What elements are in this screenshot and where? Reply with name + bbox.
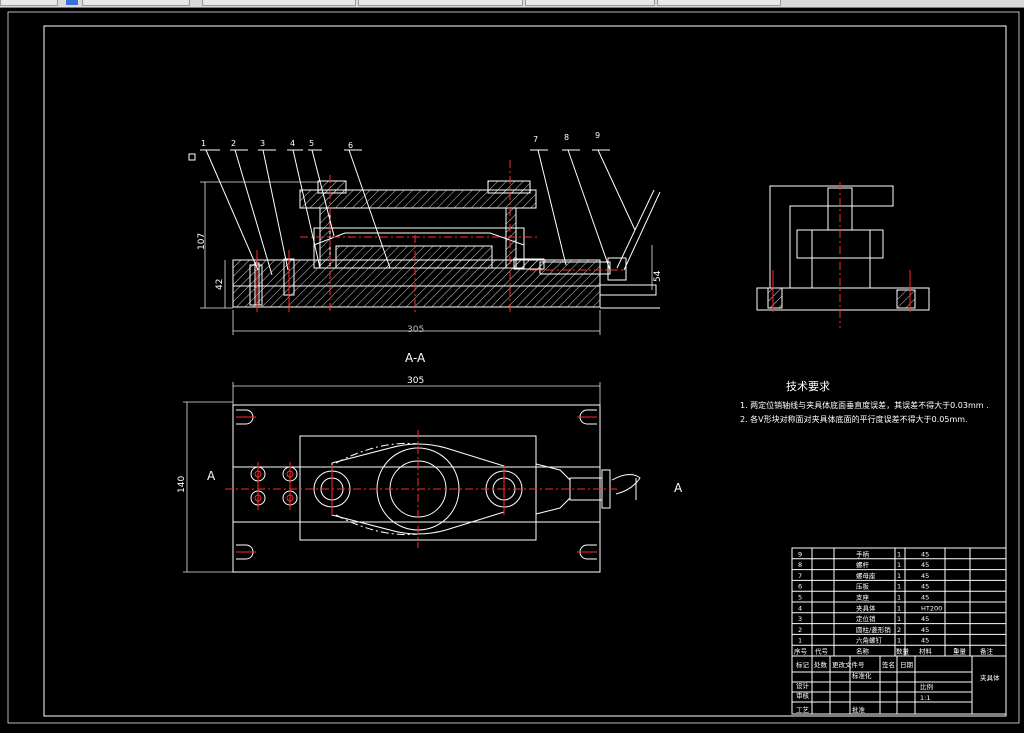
parts-row-qty: 1 bbox=[897, 594, 901, 602]
title-mark: 标记 bbox=[796, 660, 810, 669]
parts-row-no: 6 bbox=[798, 583, 802, 591]
parts-row-no: 5 bbox=[798, 594, 802, 602]
section-marker-left: A bbox=[207, 469, 216, 483]
parts-row-qty: 1 bbox=[897, 572, 901, 580]
parts-row-material: 45 bbox=[921, 626, 929, 634]
document-tab[interactable] bbox=[0, 0, 58, 6]
section-title: A-A bbox=[405, 351, 426, 365]
parts-header-note: 备注 bbox=[980, 647, 994, 656]
callout-8: 8 bbox=[564, 133, 569, 142]
inner-frame bbox=[43, 25, 1007, 717]
title-doc: 更改文件号 bbox=[832, 660, 865, 669]
title-review: 审核 bbox=[796, 691, 810, 700]
title-scale: 1:1 bbox=[920, 694, 930, 702]
parts-header-qty: 数量 bbox=[896, 647, 910, 656]
title-drawing-name: 夹具体 bbox=[980, 673, 1000, 682]
parts-row-qty: 1 bbox=[897, 561, 901, 569]
title-standard: 标准化 bbox=[852, 671, 872, 680]
document-tab[interactable] bbox=[657, 0, 781, 6]
tech-requirements: 技术要求 1. 两定位销轴线与夹具体底面垂直度误差，其误差不得大于0.03mm … bbox=[740, 380, 989, 424]
cad-drawing: 1 2 3 4 5 6 7 8 9 107 42 54 305 bbox=[7, 11, 1020, 724]
parts-row-qty: 1 bbox=[897, 604, 901, 612]
parts-header-name: 名称 bbox=[856, 647, 870, 656]
parts-row-qty: 1 bbox=[897, 615, 901, 623]
parts-row-material: 45 bbox=[921, 550, 929, 558]
tech-requirement-2: 2. 各V形块对称面对夹具体底面的平行度误差不得大于0.05mm. bbox=[740, 414, 968, 424]
parts-row-name: 夹具体 bbox=[856, 603, 876, 612]
parts-row-no: 4 bbox=[798, 604, 802, 612]
parts-row-name: 手柄 bbox=[856, 549, 870, 558]
parts-header-weight: 重量 bbox=[953, 648, 967, 656]
title-approve: 批准 bbox=[852, 705, 866, 714]
document-tab[interactable] bbox=[202, 0, 356, 6]
parts-row-no: 9 bbox=[798, 550, 802, 558]
side-view bbox=[756, 182, 930, 328]
tech-requirement-1: 1. 两定位销轴线与夹具体底面垂直度误差，其误差不得大于0.03mm . bbox=[740, 400, 989, 410]
parts-row-no: 7 bbox=[798, 572, 802, 580]
parts-row-material: 45 bbox=[921, 572, 929, 580]
front-view: 1 2 3 4 5 6 7 8 9 107 42 54 305 bbox=[188, 131, 663, 335]
parts-row-name: 六角螺钉 bbox=[856, 636, 883, 645]
parts-row-material: 45 bbox=[921, 637, 929, 645]
parts-row-name: 螺母座 bbox=[856, 571, 876, 580]
callout-6: 6 bbox=[348, 141, 353, 150]
parts-row-qty: 1 bbox=[897, 550, 901, 558]
callout-3: 3 bbox=[260, 139, 265, 148]
title-design: 设计 bbox=[796, 681, 810, 690]
parts-row-qty: 1 bbox=[897, 583, 901, 591]
document-tab[interactable] bbox=[525, 0, 655, 6]
document-tab[interactable] bbox=[82, 0, 190, 6]
document-tab[interactable] bbox=[358, 0, 523, 6]
parts-row-material: 45 bbox=[921, 583, 929, 591]
dim-section-length: 305 bbox=[407, 376, 424, 386]
tab-bar bbox=[0, 0, 1024, 8]
callout-9: 9 bbox=[595, 131, 600, 140]
dim-front-base: 42 bbox=[215, 279, 225, 290]
dim-front-height: 107 bbox=[197, 233, 207, 250]
dim-front-right: 54 bbox=[653, 270, 663, 282]
parts-row-material: HT200 bbox=[921, 604, 942, 612]
callout-2: 2 bbox=[231, 139, 236, 148]
parts-row-material: 45 bbox=[921, 594, 929, 602]
parts-row-no: 8 bbox=[798, 561, 802, 569]
section-marker-right: A bbox=[674, 481, 683, 495]
parts-row-qty: 1 bbox=[897, 637, 901, 645]
parts-row-material: 45 bbox=[921, 615, 929, 623]
callout-4: 4 bbox=[290, 139, 295, 148]
parts-header-material: 材料 bbox=[919, 647, 933, 656]
dim-front-length: 305 bbox=[407, 325, 424, 335]
parts-row-name: 螺杆 bbox=[856, 560, 870, 569]
parts-row-no: 3 bbox=[798, 615, 802, 623]
parts-row-no: 1 bbox=[798, 637, 802, 645]
callout-5: 5 bbox=[309, 139, 314, 148]
parts-row-material: 45 bbox=[921, 561, 929, 569]
title-scale-label: 比例 bbox=[920, 682, 933, 691]
document-icon bbox=[66, 0, 78, 5]
dim-section-width: 140 bbox=[177, 476, 187, 493]
parts-row-qty: 2 bbox=[897, 626, 901, 634]
parts-row-no: 2 bbox=[798, 626, 802, 634]
parts-row-name: 压板 bbox=[856, 582, 870, 591]
top-plate bbox=[299, 189, 537, 209]
callout-1: 1 bbox=[201, 139, 206, 148]
title-count: 处数 bbox=[814, 660, 828, 669]
drawing-canvas[interactable]: 1 2 3 4 5 6 7 8 9 107 42 54 305 bbox=[0, 8, 1024, 729]
parts-header-no: 序号 bbox=[794, 647, 808, 656]
callout-7: 7 bbox=[533, 135, 538, 144]
outer-border bbox=[7, 11, 1020, 724]
section-view: A-A 305 140 bbox=[177, 351, 683, 573]
parts-header-code: 代号 bbox=[815, 647, 829, 656]
title-date: 日期 bbox=[900, 661, 914, 669]
title-process: 工艺 bbox=[796, 706, 810, 714]
title-sign: 签名 bbox=[882, 660, 895, 669]
parts-row-name: 圆柱/菱形销 bbox=[856, 625, 891, 634]
parts-row-name: 定位销 bbox=[856, 614, 876, 623]
tech-requirements-title: 技术要求 bbox=[786, 380, 830, 393]
parts-row-name: 支座 bbox=[856, 593, 870, 602]
